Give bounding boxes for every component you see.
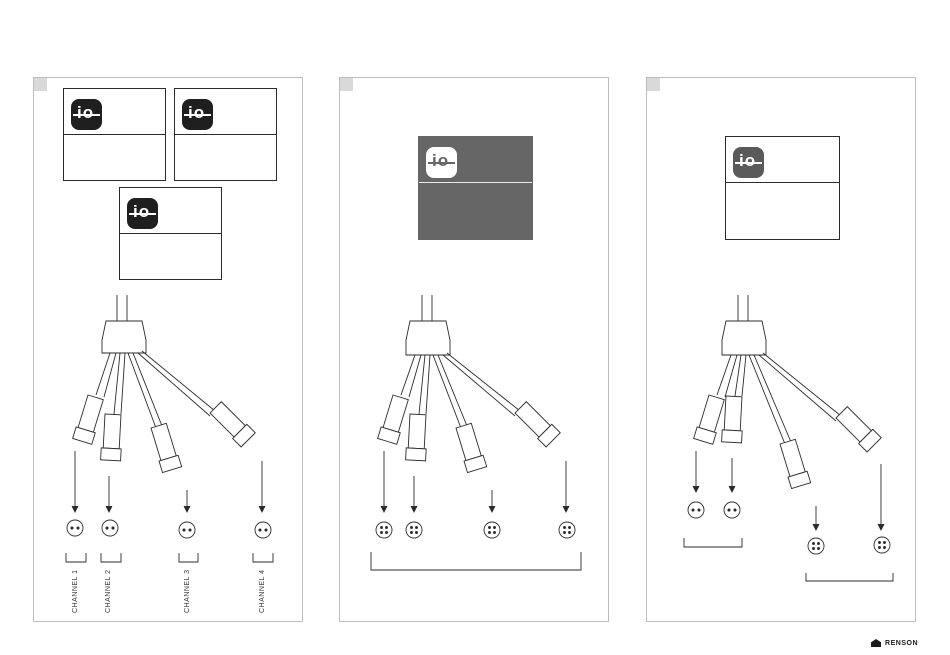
connector-3	[454, 423, 487, 473]
bracket	[371, 552, 581, 570]
cable-splitter-diagram	[34, 78, 304, 623]
connector-2	[101, 414, 123, 461]
splitter-body	[406, 321, 450, 355]
bracket	[66, 553, 86, 562]
cable-splitter-diagram	[647, 78, 917, 623]
connector-1	[694, 394, 727, 444]
connector-1	[73, 394, 106, 444]
channel-label-4: CHANNEL 4	[259, 569, 266, 613]
connector-3	[778, 439, 811, 489]
channel-label-3: CHANNEL 3	[184, 569, 191, 613]
arrow	[259, 461, 265, 512]
channel-label-1: CHANNEL 1	[72, 569, 79, 613]
panel-1: io io io	[33, 77, 303, 622]
brand-name: RENSON	[885, 640, 918, 647]
arrow	[563, 461, 569, 512]
connector-4	[209, 400, 256, 447]
branch-cable-3	[128, 353, 162, 428]
renson-logo: RENSON	[871, 639, 918, 647]
socket-2pin	[688, 502, 704, 518]
arrow	[411, 476, 417, 512]
splitter-body	[722, 321, 766, 355]
bracket	[253, 553, 273, 562]
socket-2pin	[255, 522, 271, 538]
arrow	[489, 490, 495, 512]
splitter-body	[102, 321, 146, 353]
connector-1	[378, 394, 411, 444]
bracket	[684, 538, 742, 547]
bracket	[179, 553, 198, 562]
cable-splitter-diagram	[340, 78, 610, 623]
socket-4pin	[484, 522, 500, 538]
bracket	[806, 573, 893, 581]
arrow	[184, 490, 190, 512]
branch-cable-4	[138, 351, 215, 416]
socket-2pin	[67, 520, 83, 536]
bracket	[101, 553, 121, 562]
connector-4	[835, 405, 882, 452]
socket-4pin	[874, 537, 890, 553]
socket-2pin	[724, 502, 740, 518]
connector-4	[514, 400, 561, 447]
socket-2pin	[102, 520, 118, 536]
socket-4pin	[376, 522, 392, 538]
connector-2	[406, 414, 428, 461]
channel-label-2: CHANNEL 2	[105, 569, 112, 613]
socket-4pin	[559, 522, 575, 538]
arrow	[106, 476, 112, 512]
arrow	[729, 458, 735, 492]
socket-4pin	[808, 538, 824, 554]
connector-2	[722, 396, 744, 443]
branch-cable-2	[114, 353, 125, 414]
arrow	[381, 451, 387, 512]
socket-4pin	[406, 522, 422, 538]
arrow	[72, 451, 78, 512]
arrow	[878, 464, 884, 530]
panel-3: io	[646, 77, 916, 622]
arrow	[693, 451, 699, 492]
arrow	[813, 506, 819, 530]
connector-3	[149, 423, 182, 473]
branch-cable-1	[96, 353, 116, 397]
house-icon	[871, 639, 881, 647]
socket-2pin	[179, 522, 195, 538]
panel-2: io	[339, 77, 609, 622]
